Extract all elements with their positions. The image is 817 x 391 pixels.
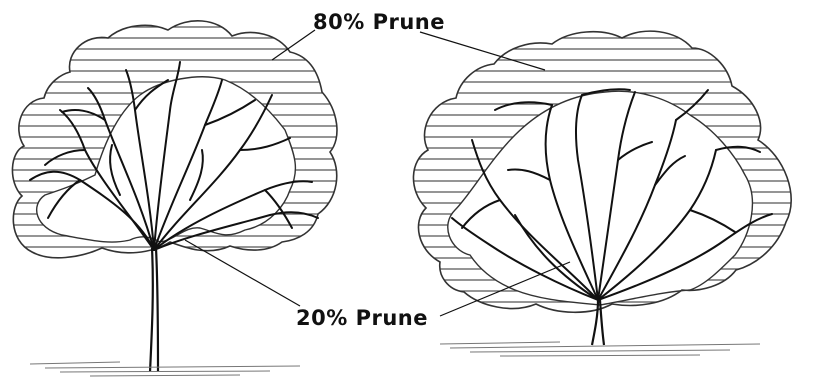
right-tree	[400, 20, 817, 356]
label-80-percent-prune: 80% Prune	[313, 10, 445, 34]
right-ground	[440, 342, 760, 356]
left-ground	[30, 362, 300, 376]
label-20-percent-prune: 20% Prune	[296, 306, 428, 330]
left-trunk	[150, 248, 158, 372]
